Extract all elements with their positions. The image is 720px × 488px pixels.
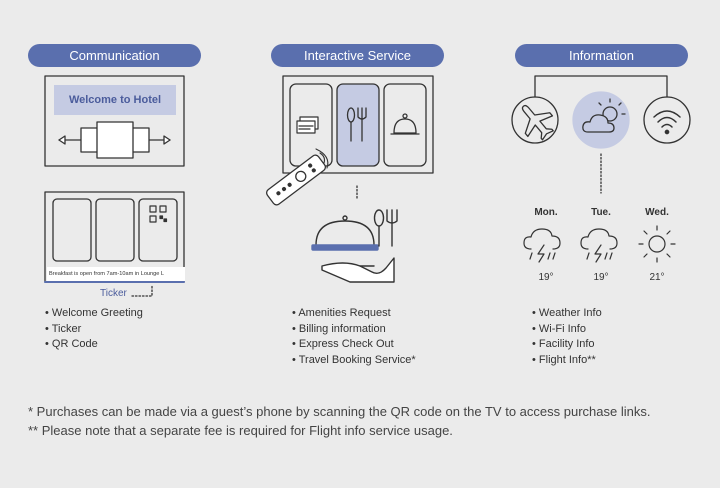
ticker-text: Breakfast is open from 7am-10am in Loung… [47, 267, 185, 281]
cloche-icon [390, 113, 420, 135]
footnote-purchases: * Purchases can be made via a guest’s ph… [28, 404, 651, 419]
qr-code-icon [149, 205, 168, 223]
signal-wave [319, 152, 326, 164]
list-item: Weather Info [532, 306, 602, 322]
information-title: Information [515, 44, 688, 67]
airplane-icon [521, 104, 554, 141]
cloche-hand-icon [311, 215, 395, 283]
tv-ticker-icon [44, 191, 185, 283]
cutlery-icon [346, 107, 367, 142]
communication-title: Communication [28, 44, 201, 67]
wifi-circle [643, 96, 691, 144]
sun-icon [638, 225, 676, 263]
list-item: Billing information [292, 322, 416, 338]
card-stack-icon [296, 116, 319, 134]
wifi-icon [653, 110, 681, 135]
list-item: Wi-Fi Info [532, 322, 602, 338]
interactive-list: Amenities Request Billing information Ex… [292, 306, 416, 369]
list-item: Travel Booking Service* [292, 353, 416, 369]
thunderstorm-icon-2 [580, 228, 618, 263]
forecast-day-tue: Tue. [591, 207, 611, 218]
welcome-screen-text: Welcome to Hotel [54, 85, 176, 115]
forecast-temp-tue: 19° [593, 272, 609, 283]
airplane-circle [511, 96, 559, 144]
list-item: Express Check Out [292, 337, 416, 353]
ticker-pointer [131, 284, 153, 297]
forecast-temp-wed: 21° [649, 272, 665, 283]
list-item: QR Code [45, 337, 143, 353]
list-item: Welcome Greeting [45, 306, 143, 322]
information-list: Weather Info Wi-Fi Info Facility Info Fl… [532, 306, 602, 368]
communication-list: Welcome Greeting Ticker QR Code [45, 306, 143, 353]
forecast-day-mon: Mon. [534, 207, 558, 218]
tv-welcome-icon [44, 75, 185, 167]
cutlery-large-icon [373, 209, 398, 247]
tv-service-icon [282, 75, 434, 174]
footnote-flight-fee: ** Please note that a separate fee is re… [28, 423, 453, 438]
interactive-service-title: Interactive Service [271, 44, 444, 67]
ticker-label: Ticker [100, 288, 127, 299]
list-item: Ticker [45, 322, 143, 338]
list-item: Facility Info [532, 337, 602, 353]
forecast-day-wed: Wed. [645, 207, 669, 218]
cloud-sun-icon [582, 98, 626, 133]
forecast-temp-mon: 19° [538, 272, 554, 283]
thunderstorm-icon [523, 228, 561, 263]
list-item: Amenities Request [292, 306, 416, 322]
list-item: Flight Info** [532, 353, 602, 369]
remote-control-icon [265, 154, 327, 206]
info-bracket [534, 75, 668, 98]
